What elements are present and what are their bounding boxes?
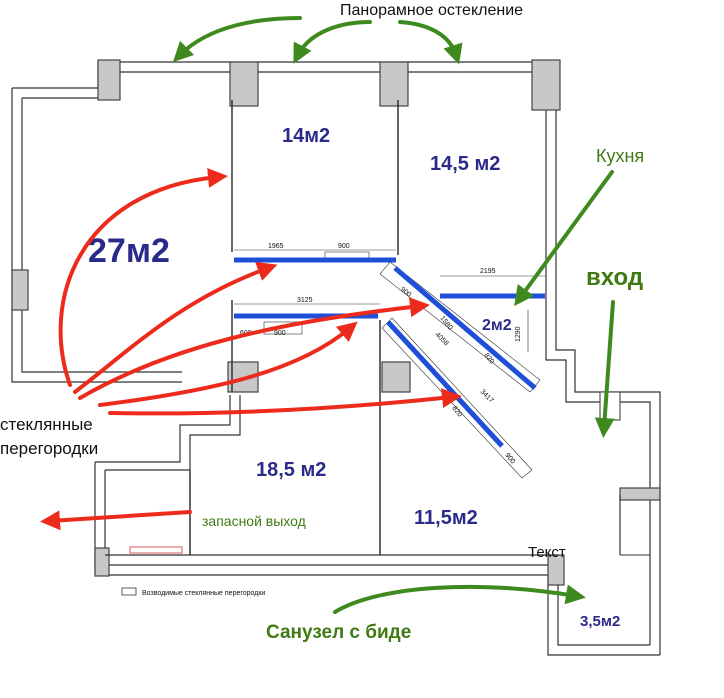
dim-1290: 1290 <box>515 326 522 342</box>
emergency-exit-label: запасной выход <box>202 513 306 529</box>
dim-900d: 900 <box>503 452 516 466</box>
dimension-lines <box>234 249 545 479</box>
wall-blocks <box>11 59 661 586</box>
dim-900b: 900 <box>274 330 286 337</box>
red-arrow-to-18 <box>98 321 358 407</box>
room-labels: 27м2 14м2 14,5 м2 2м2 18,5 м2 11,5м2 3,5… <box>88 125 620 630</box>
room-2-label: 2м2 <box>482 317 512 334</box>
red-arrow-exit <box>40 510 192 531</box>
bathroom-label: Санузел с биде <box>266 622 411 643</box>
dim-900a: 900 <box>338 243 350 250</box>
entrance-label: вход <box>586 264 643 291</box>
green-arrow-kitchen <box>514 170 614 307</box>
outer-walls <box>11 61 661 656</box>
room-18-5-label: 18,5 м2 <box>256 459 326 481</box>
dimension-labels: 1965 900 3125 600 900 2195 900 1580 4058… <box>240 243 522 466</box>
glass-partitions-label-1: стеклянные <box>0 415 93 434</box>
red-arrow-to-14 <box>73 262 278 394</box>
red-arrows <box>40 167 462 531</box>
green-arrow-mid <box>293 20 372 64</box>
room-3-5-label: 3,5м2 <box>580 613 620 630</box>
green-arrow-entrance <box>594 300 615 438</box>
dim-900c: 900 <box>399 286 413 299</box>
room-14-label: 14м2 <box>282 125 330 147</box>
text-label: Текст <box>528 544 566 561</box>
green-arrows <box>172 16 615 614</box>
red-arrow-to-diag <box>108 388 462 416</box>
interior-walls <box>105 100 650 556</box>
dim-2195: 2195 <box>480 268 496 275</box>
legend-swatch <box>121 587 137 596</box>
glass-partitions-label-2: перегородки <box>0 439 98 458</box>
room-14-5-label: 14,5 м2 <box>430 153 500 175</box>
green-arrow-right <box>398 20 463 65</box>
green-arrow-left <box>172 16 302 63</box>
green-arrow-bathroom <box>333 584 586 614</box>
red-arrow-to-27 <box>58 167 228 387</box>
dim-3417: 3417 <box>479 388 495 404</box>
panoramic-label: Панорамное остекление <box>340 2 523 19</box>
legend-label: Возводимые стеклянные перегородки <box>142 590 265 597</box>
glass-partition-diag-1 <box>393 266 537 390</box>
dim-3125: 3125 <box>297 297 313 304</box>
red-arrow-to-partition <box>78 297 430 400</box>
dim-1965: 1965 <box>268 243 284 250</box>
annotations: Панорамное остекление Кухня вход стеклян… <box>0 2 644 643</box>
legend: Возводимые стеклянные перегородки <box>121 587 265 597</box>
kitchen-label: Кухня <box>596 146 644 166</box>
room-27-label: 27м2 <box>88 232 170 270</box>
glass-partition-diag-2 <box>386 320 504 448</box>
dim-4058: 4058 <box>434 331 450 347</box>
dim-820b: 820 <box>450 405 463 419</box>
room-11-5-label: 11,5м2 <box>414 507 478 529</box>
glass-partitions <box>234 257 545 448</box>
